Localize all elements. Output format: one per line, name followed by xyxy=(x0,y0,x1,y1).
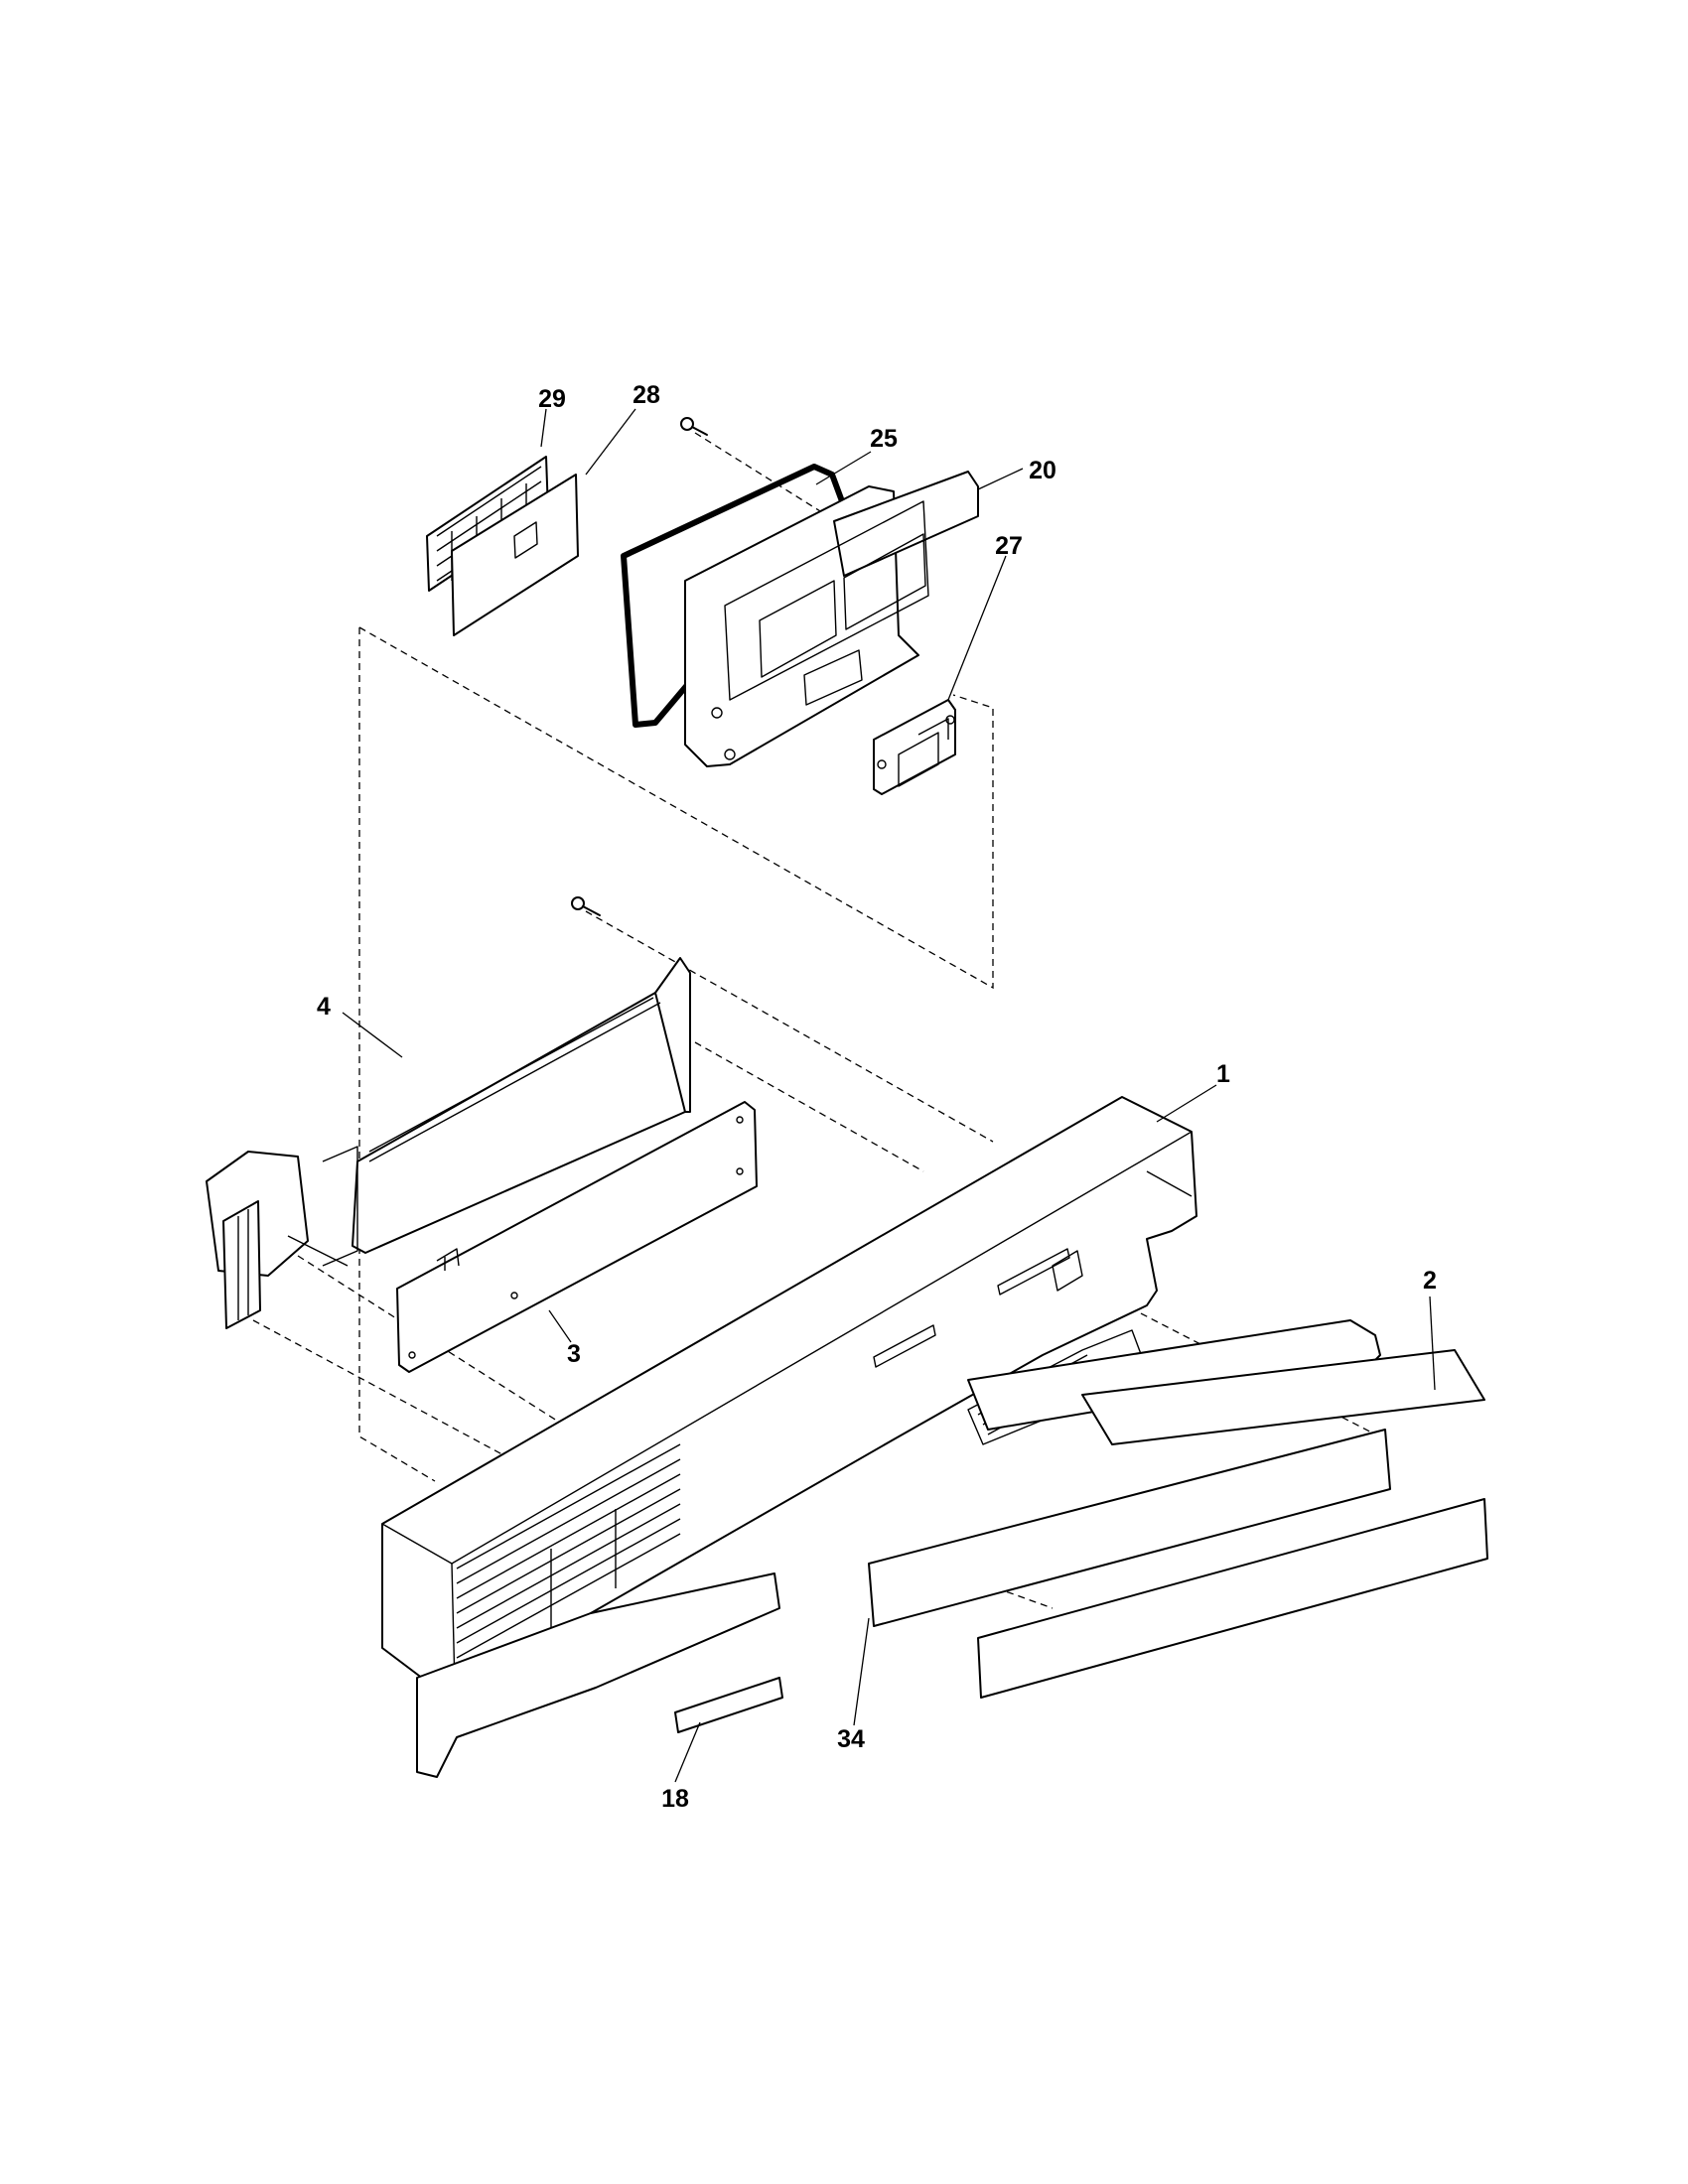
callout-29: 29 xyxy=(538,385,566,413)
callout-2: 2 xyxy=(1423,1267,1437,1295)
callout-20: 20 xyxy=(1029,457,1056,484)
callout-3: 3 xyxy=(567,1340,581,1368)
callout-1: 1 xyxy=(1216,1060,1230,1088)
callouts: 29 28 25 20 27 4 1 2 3 34 18 xyxy=(317,381,1437,1813)
part-18-label xyxy=(674,1677,783,1733)
callout-34: 34 xyxy=(837,1725,865,1753)
screw-icon xyxy=(571,896,601,916)
part-28-filter-cover xyxy=(451,474,579,636)
callout-28: 28 xyxy=(633,381,660,409)
part-4-vent-duct xyxy=(206,957,691,1329)
part-3-control-board xyxy=(396,1101,758,1373)
callout-27: 27 xyxy=(995,532,1023,560)
part-2-panel-trim xyxy=(967,1319,1485,1445)
part-34-overlay xyxy=(868,1429,1488,1699)
part-20-dispenser xyxy=(684,471,979,767)
part-1-control-panel xyxy=(381,1096,1197,1778)
leader-lines xyxy=(342,408,1436,1783)
callout-25: 25 xyxy=(870,425,898,453)
callout-4: 4 xyxy=(317,993,331,1021)
callout-18: 18 xyxy=(661,1785,689,1813)
screw-icon xyxy=(680,417,708,436)
part-27-switch xyxy=(873,699,956,795)
